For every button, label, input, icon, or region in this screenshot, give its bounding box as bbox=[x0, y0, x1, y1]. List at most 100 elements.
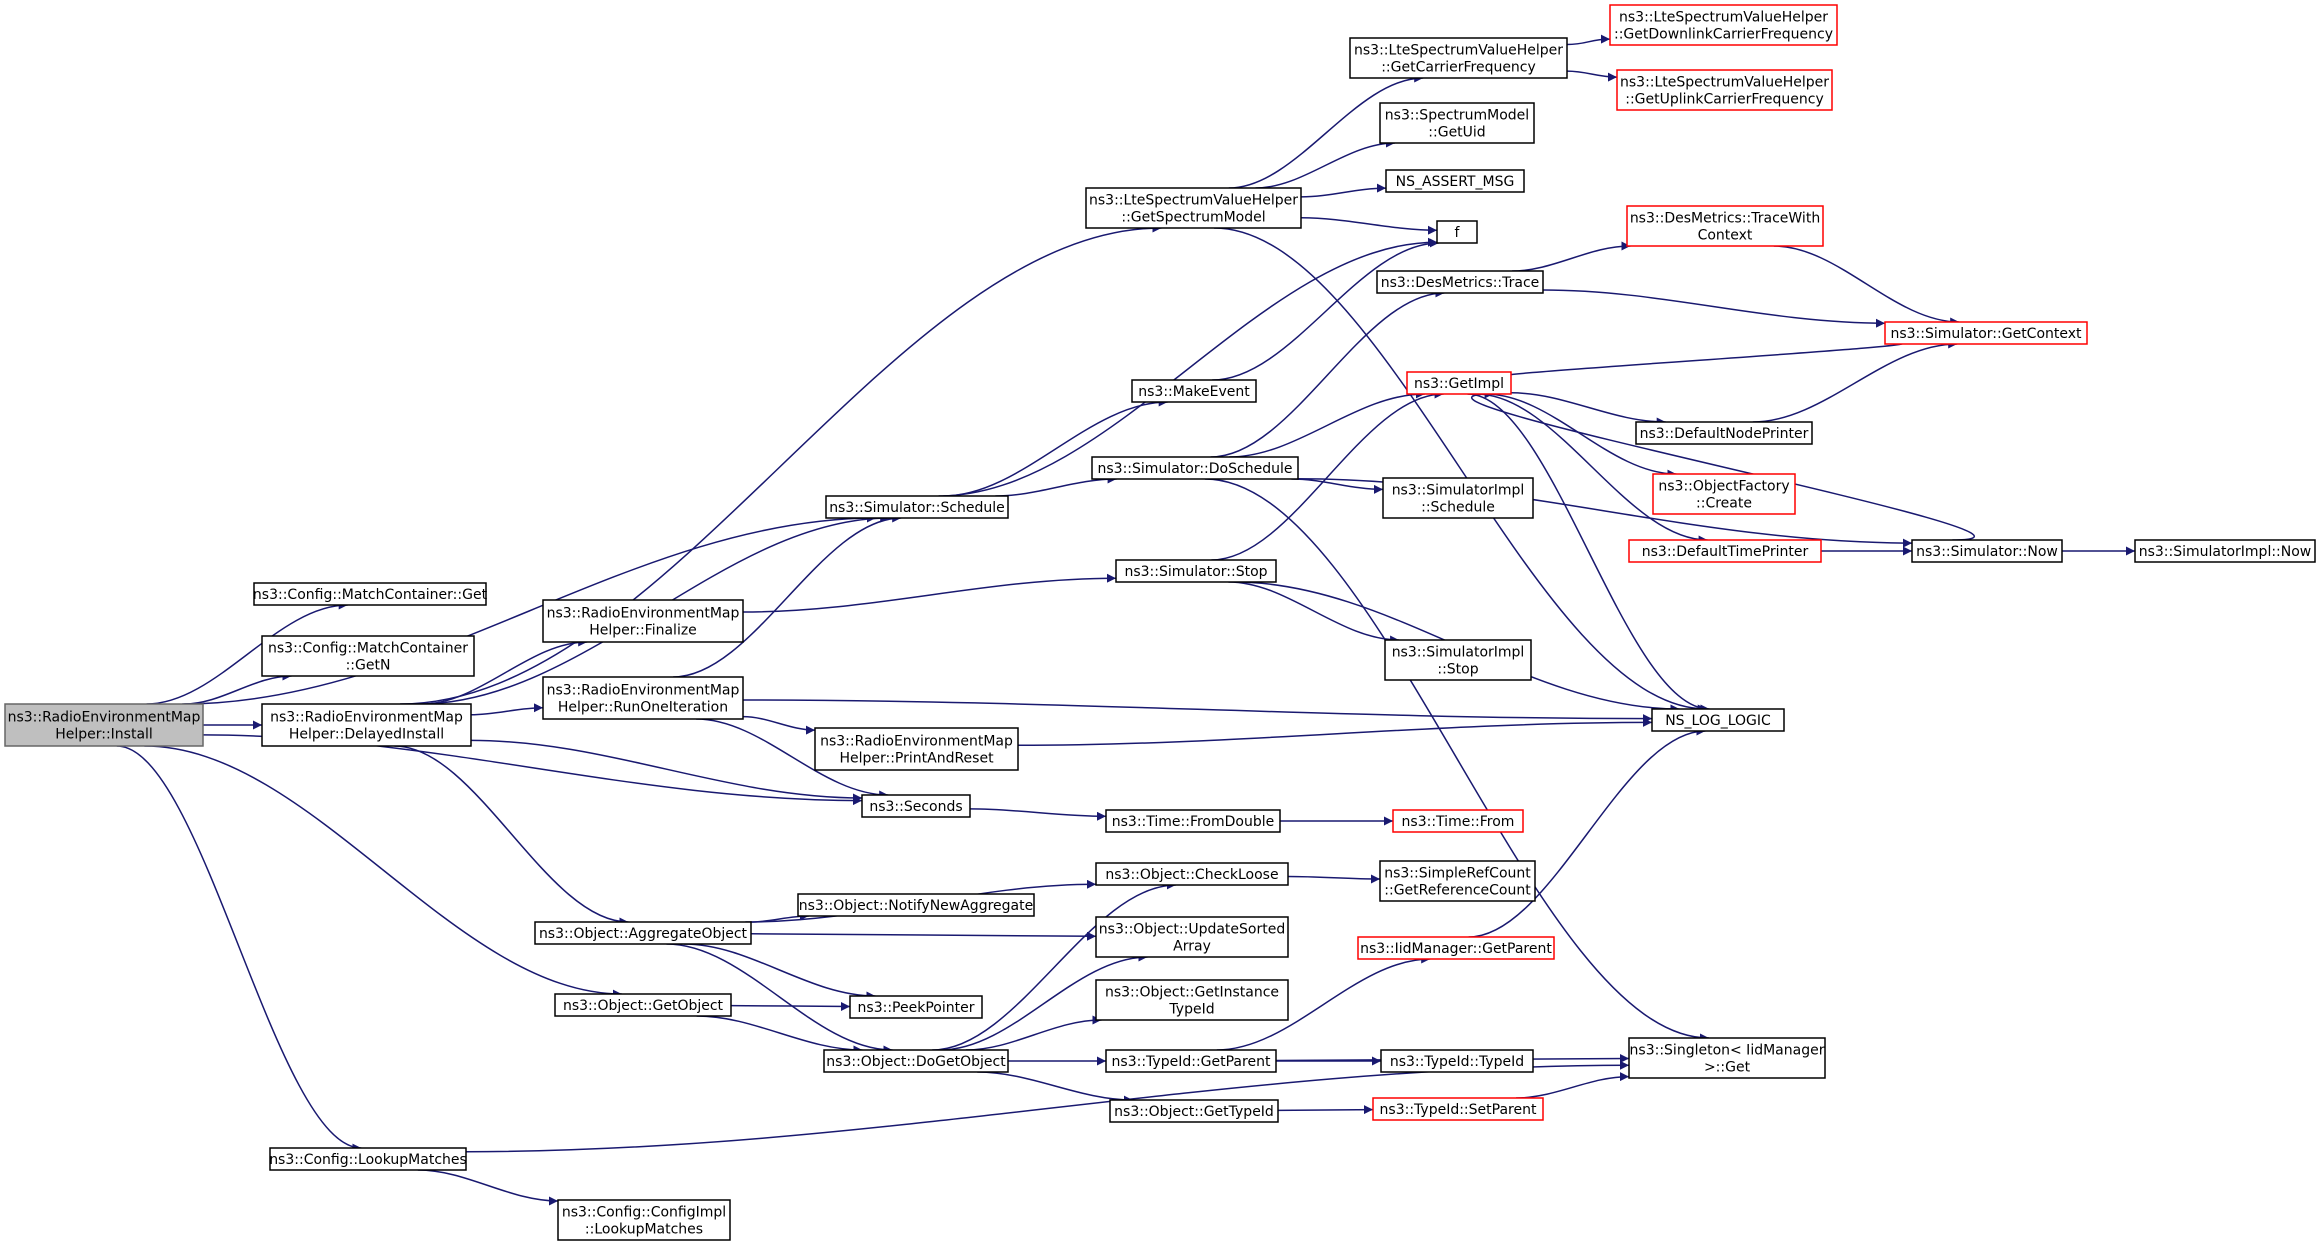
node-des-metrics-trace[interactable]: ns3::DesMetrics::Trace bbox=[1376, 270, 1544, 294]
node-label: ::GetReferenceCount bbox=[1384, 883, 1531, 899]
node-box bbox=[814, 727, 1019, 771]
node-box bbox=[2134, 539, 2316, 563]
call-edges bbox=[116, 34, 2135, 1206]
node-box bbox=[1652, 473, 1796, 515]
node-box bbox=[1379, 860, 1536, 902]
edge-install-to-lookup-matches bbox=[116, 745, 362, 1153]
node-label: ns3::IidManager::GetParent bbox=[1360, 941, 1552, 957]
node-box bbox=[1385, 169, 1525, 193]
node-object-factory-create[interactable]: ns3::ObjectFactory::Create bbox=[1652, 473, 1796, 515]
node-label: ns3::DesMetrics::Trace bbox=[1381, 275, 1540, 291]
node-print-and-reset[interactable]: ns3::RadioEnvironmentMapHelper::PrintAnd… bbox=[814, 727, 1019, 771]
edge-get-impl-to-ns-log-logic bbox=[1467, 393, 1710, 714]
node-label: ns3::Config::LookupMatches bbox=[269, 1152, 467, 1168]
node-delayed-install[interactable]: ns3::RadioEnvironmentMapHelper::DelayedI… bbox=[261, 703, 472, 747]
node-label: ns3::SpectrumModel bbox=[1385, 108, 1529, 124]
edge-delayed-install-to-get-spectrum-model bbox=[400, 223, 1162, 705]
node-box bbox=[542, 676, 744, 720]
node-box bbox=[1091, 456, 1299, 480]
edge-make-event-to-f bbox=[1212, 238, 1439, 381]
node-peek-pointer[interactable]: ns3::PeekPointer bbox=[849, 995, 983, 1019]
node-label: ::GetN bbox=[346, 658, 391, 674]
node-get-carrier-frequency[interactable]: ns3::LteSpectrumValueHelper::GetCarrierF… bbox=[1349, 37, 1568, 79]
node-lookup-matches[interactable]: ns3::Config::LookupMatches bbox=[269, 1147, 467, 1171]
node-label: ns3::LteSpectrumValueHelper bbox=[1354, 43, 1563, 59]
node-label: ns3::Simulator::GetContext bbox=[1890, 326, 2082, 342]
function-nodes: ns3::RadioEnvironmentMapHelper::Installn… bbox=[4, 4, 2316, 1241]
node-label: ns3::Simulator::DoSchedule bbox=[1098, 461, 1293, 477]
node-label: ns3::TypeId::TypeId bbox=[1390, 1054, 1524, 1070]
node-label: ns3::Object::NotifyNewAggregate bbox=[799, 898, 1033, 914]
node-default-node-printer[interactable]: ns3::DefaultNodePrinter bbox=[1635, 421, 1813, 445]
edge-finalize-to-stop bbox=[742, 573, 1117, 613]
node-box bbox=[1105, 1049, 1277, 1073]
node-default-time-printer[interactable]: ns3::DefaultTimePrinter bbox=[1628, 539, 1822, 563]
node-do-schedule[interactable]: ns3::Simulator::DoSchedule bbox=[1091, 456, 1299, 480]
edge-get-spectrum-model-to-f bbox=[1300, 217, 1438, 235]
node-iid-manager-get-parent[interactable]: ns3::IidManager::GetParent bbox=[1357, 936, 1555, 960]
node-spectrum-model-getuid[interactable]: ns3::SpectrumModel::GetUid bbox=[1379, 102, 1535, 144]
node-label: ns3::RadioEnvironmentMap bbox=[547, 606, 740, 622]
edge-install-to-match-get bbox=[146, 600, 348, 705]
node-label: ns3::DesMetrics::TraceWith bbox=[1630, 211, 1820, 227]
node-label: ::GetDownlinkCarrierFrequency bbox=[1614, 27, 1833, 43]
node-simulator-impl-stop[interactable]: ns3::SimulatorImpl::Stop bbox=[1384, 639, 1532, 681]
node-aggregate-object[interactable]: ns3::Object::AggregateObject bbox=[534, 921, 752, 945]
node-typeid-set-parent[interactable]: ns3::TypeId::SetParent bbox=[1372, 1097, 1544, 1121]
node-simulator-impl-schedule[interactable]: ns3::SimulatorImpl::Schedule bbox=[1382, 477, 1534, 519]
node-run-one-iteration[interactable]: ns3::RadioEnvironmentMapHelper::RunOneIt… bbox=[542, 676, 744, 720]
node-from-double[interactable]: ns3::Time::FromDouble bbox=[1105, 809, 1281, 833]
node-singleton-get[interactable]: ns3::Singleton< IidManager >::Get bbox=[1628, 1037, 1826, 1079]
node-do-get-object[interactable]: ns3::Object::DoGetObject bbox=[823, 1049, 1009, 1073]
node-label: TypeId bbox=[1168, 1002, 1214, 1018]
node-time-from[interactable]: ns3::Time::From bbox=[1392, 809, 1524, 833]
node-seconds[interactable]: ns3::Seconds bbox=[861, 794, 971, 818]
node-simulator-impl-now[interactable]: ns3::SimulatorImpl::Now bbox=[2134, 539, 2316, 563]
node-get-spectrum-model[interactable]: ns3::LteSpectrumValueHelper::GetSpectrum… bbox=[1085, 187, 1302, 229]
node-get-uplink-carrier-frequency[interactable]: ns3::LteSpectrumValueHelper::GetUplinkCa… bbox=[1616, 69, 1833, 111]
node-label: ns3::Config::ConfigImpl bbox=[562, 1205, 726, 1221]
node-label: Helper::PrintAndReset bbox=[839, 751, 994, 767]
node-stop[interactable]: ns3::Simulator::Stop bbox=[1115, 559, 1277, 583]
node-box bbox=[797, 893, 1035, 917]
node-simulator-now[interactable]: ns3::Simulator::Now bbox=[1911, 539, 2063, 563]
node-f[interactable]: f bbox=[1436, 220, 1478, 244]
node-ns-assert-msg[interactable]: NS_ASSERT_MSG bbox=[1385, 169, 1525, 193]
node-box bbox=[861, 794, 971, 818]
node-get-downlink-carrier-frequency[interactable]: ns3::LteSpectrumValueHelper::GetDownlink… bbox=[1609, 4, 1838, 46]
node-box bbox=[261, 635, 475, 677]
node-object-get-typeid[interactable]: ns3::Object::GetTypeId bbox=[1109, 1099, 1279, 1123]
node-typeid-get-parent[interactable]: ns3::TypeId::GetParent bbox=[1105, 1049, 1277, 1073]
node-get-impl[interactable]: ns3::GetImpl bbox=[1406, 371, 1512, 395]
node-label: ns3::MakeEvent bbox=[1138, 384, 1250, 400]
node-box bbox=[1349, 37, 1568, 79]
edge-delayed-install-to-finalize bbox=[422, 637, 588, 705]
node-get-reference-count[interactable]: ns3::SimpleRefCount::GetReferenceCount bbox=[1379, 860, 1536, 902]
node-label: ns3::DefaultNodePrinter bbox=[1640, 426, 1809, 442]
node-match-getn[interactable]: ns3::Config::MatchContainer::GetN bbox=[261, 635, 475, 677]
node-box bbox=[1635, 421, 1813, 445]
node-notify-new-aggregate[interactable]: ns3::Object::NotifyNewAggregate bbox=[797, 893, 1035, 917]
edge-run-one-iteration-to-schedule bbox=[673, 513, 902, 678]
node-ns-log-logic[interactable]: NS_LOG_LOGIC bbox=[1651, 708, 1785, 732]
node-label: ns3::Object::AggregateObject bbox=[539, 926, 748, 942]
node-check-loose[interactable]: ns3::Object::CheckLoose bbox=[1095, 862, 1289, 886]
node-schedule[interactable]: ns3::Simulator::Schedule bbox=[825, 495, 1009, 519]
node-lookup-matches-impl[interactable]: ns3::Config::ConfigImpl::LookupMatches bbox=[557, 1199, 731, 1241]
node-label: >::Get bbox=[1704, 1060, 1751, 1076]
node-make-event[interactable]: ns3::MakeEvent bbox=[1131, 379, 1257, 403]
node-get-context[interactable]: ns3::Simulator::GetContext bbox=[1884, 321, 2088, 345]
edge-run-one-iteration-to-ns-log-logic bbox=[742, 699, 1653, 724]
node-get-object[interactable]: ns3::Object::GetObject bbox=[554, 993, 732, 1017]
node-box bbox=[1085, 187, 1302, 229]
edge-do-get-object-to-get-instance-typeid bbox=[965, 1015, 1102, 1051]
node-typeid-typeid[interactable]: ns3::TypeId::TypeId bbox=[1380, 1049, 1534, 1073]
node-box bbox=[849, 995, 983, 1019]
node-match-get[interactable]: ns3::Config::MatchContainer::Get bbox=[253, 582, 488, 606]
edge-typeid-set-parent-to-singleton-get bbox=[1515, 1072, 1630, 1099]
